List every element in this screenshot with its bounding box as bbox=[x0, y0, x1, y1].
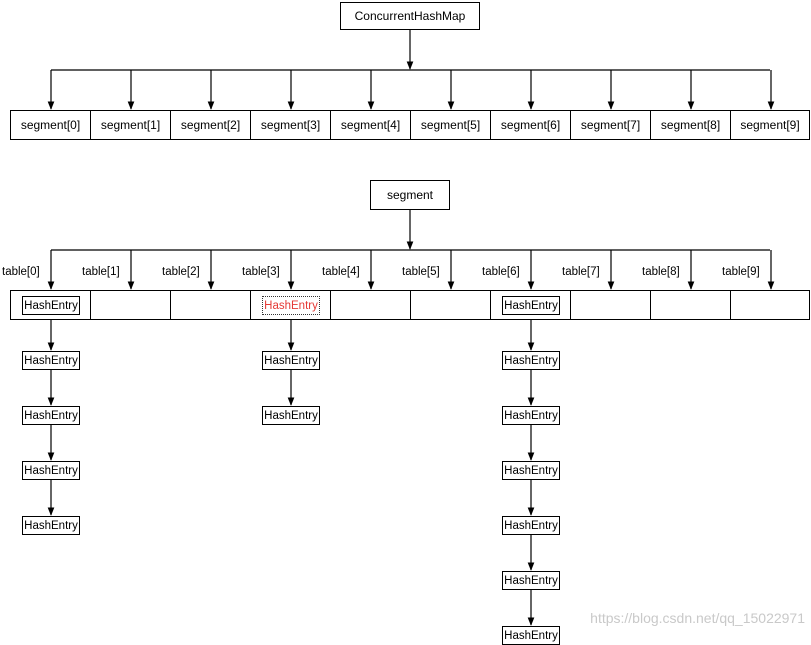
table-cell-5 bbox=[410, 290, 490, 320]
table-cell-9 bbox=[730, 290, 810, 320]
hashentry-node-t0-0: HashEntry bbox=[22, 296, 80, 315]
hashentry-node-t6-3: HashEntry bbox=[502, 461, 560, 480]
table-label-0: table[0] bbox=[2, 266, 40, 278]
segment-cell-4: segment[4] bbox=[330, 110, 410, 140]
table-cell-7 bbox=[570, 290, 650, 320]
table-label-6: table[6] bbox=[482, 266, 520, 278]
hashentry-node-t0-2: HashEntry bbox=[22, 406, 80, 425]
table-label-8: table[8] bbox=[642, 266, 680, 278]
hashentry-node-t3-2: HashEntry bbox=[262, 406, 320, 425]
hashentry-node-t0-1: HashEntry bbox=[22, 351, 80, 370]
hashentry-node-t6-2: HashEntry bbox=[502, 406, 560, 425]
table-label-1: table[1] bbox=[82, 266, 120, 278]
table-cell-4 bbox=[330, 290, 410, 320]
hashentry-node-t6-4: HashEntry bbox=[502, 516, 560, 535]
concurrenthashmap-node: ConcurrentHashMap bbox=[340, 2, 480, 30]
table-cell-2 bbox=[170, 290, 250, 320]
segment-cell-2: segment[2] bbox=[170, 110, 250, 140]
watermark: https://blog.csdn.net/qq_15022971 bbox=[590, 610, 805, 626]
hashentry-node-t0-4: HashEntry bbox=[22, 516, 80, 535]
segment-cell-5: segment[5] bbox=[410, 110, 490, 140]
segment-node: segment bbox=[370, 180, 450, 210]
table-label-4: table[4] bbox=[322, 266, 360, 278]
hashentry-node-t6-5: HashEntry bbox=[502, 571, 560, 590]
segment-cell-0: segment[0] bbox=[10, 110, 90, 140]
segment-cell-3: segment[3] bbox=[250, 110, 330, 140]
table-label-3: table[3] bbox=[242, 266, 280, 278]
hashentry-node-t3-1: HashEntry bbox=[262, 351, 320, 370]
hashentry-node-t6-0: HashEntry bbox=[502, 296, 560, 315]
segment-cell-8: segment[8] bbox=[650, 110, 730, 140]
segment-cell-9: segment[9] bbox=[730, 110, 810, 140]
segment-cell-7: segment[7] bbox=[570, 110, 650, 140]
hashentry-node-t6-6: HashEntry bbox=[502, 626, 560, 645]
table-label-5: table[5] bbox=[402, 266, 440, 278]
table-label-7: table[7] bbox=[562, 266, 600, 278]
table-cell-8 bbox=[650, 290, 730, 320]
segment-cell-6: segment[6] bbox=[490, 110, 570, 140]
hashentry-node-t3-0: HashEntry bbox=[262, 296, 320, 315]
table-cell-1 bbox=[90, 290, 170, 320]
table-label-9: table[9] bbox=[722, 266, 760, 278]
hashentry-node-t6-1: HashEntry bbox=[502, 351, 560, 370]
segment-cell-1: segment[1] bbox=[90, 110, 170, 140]
hashentry-node-t0-3: HashEntry bbox=[22, 461, 80, 480]
table-label-2: table[2] bbox=[162, 266, 200, 278]
